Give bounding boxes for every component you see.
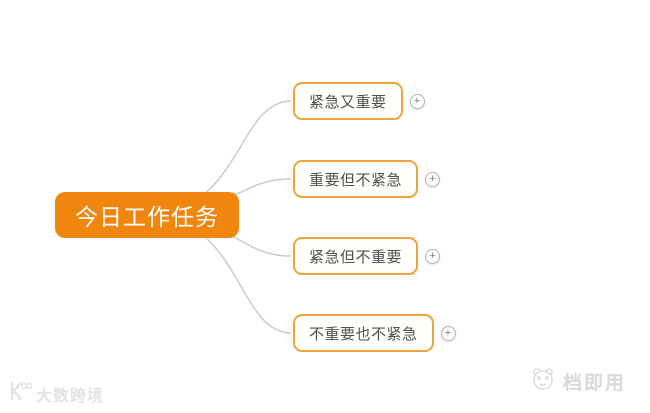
node-label: 不重要也不紧急 xyxy=(309,325,418,343)
node-label: 重要但不紧急 xyxy=(309,171,403,189)
plus-icon: + xyxy=(429,173,436,185)
node-label: 紧急又重要 xyxy=(309,93,387,111)
watermark-text: 档即用 xyxy=(562,373,626,394)
branch-row: 紧急但不重要 + xyxy=(293,237,441,275)
add-child-button[interactable]: + xyxy=(440,325,456,341)
branch-row: 紧急又重要 + xyxy=(293,82,425,120)
node-urgent-important[interactable]: 紧急又重要 xyxy=(293,82,403,120)
branch-row: 不重要也不紧急 + xyxy=(293,314,456,352)
plus-icon: + xyxy=(429,250,436,262)
root-node-label: 今日工作任务 xyxy=(75,204,219,230)
node-urgent-not-important[interactable]: 紧急但不重要 xyxy=(293,237,419,275)
dashu-logo-icon xyxy=(8,381,33,406)
plus-icon: + xyxy=(444,327,452,339)
plus-icon: + xyxy=(413,95,421,107)
panda-logo-icon xyxy=(529,366,557,397)
node-important-not-urgent[interactable]: 重要但不紧急 xyxy=(293,160,419,198)
node-label: 紧急但不重要 xyxy=(309,248,403,266)
add-child-button[interactable]: + xyxy=(409,93,425,109)
node-not-important-not-urgent[interactable]: 不重要也不紧急 xyxy=(293,314,434,352)
watermark-dashu: 大数跨境 xyxy=(8,381,104,406)
branch-row: 重要但不紧急 + xyxy=(293,160,441,198)
root-node-today-tasks[interactable]: 今日工作任务 xyxy=(55,192,239,238)
add-child-button[interactable]: + xyxy=(425,248,441,264)
watermark-text: 大数跨境 xyxy=(36,387,105,405)
watermark-dangjiyong: 档即用 xyxy=(529,366,626,397)
add-child-button[interactable]: + xyxy=(425,171,441,187)
